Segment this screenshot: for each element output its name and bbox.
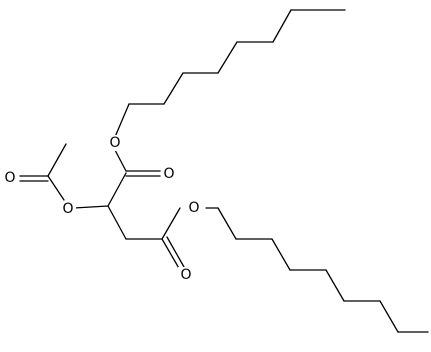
oxygen-acetyl-carbonyl: O bbox=[4, 170, 15, 186]
bond bbox=[379, 300, 399, 333]
oxygen-ester-upper: O bbox=[109, 135, 120, 151]
bond bbox=[217, 41, 238, 74]
label-background bbox=[161, 166, 177, 182]
bond bbox=[107, 205, 127, 240]
bond bbox=[114, 149, 127, 172]
bond bbox=[161, 238, 181, 271]
atom-labels: O O O O O O bbox=[2, 135, 202, 283]
bond bbox=[272, 9, 292, 43]
bond bbox=[47, 175, 65, 201]
oxygen-acetoxy: O bbox=[62, 201, 73, 217]
double-bond-line bbox=[166, 236, 185, 268]
bond bbox=[325, 269, 345, 302]
acetoxy-group bbox=[19, 143, 109, 209]
bond bbox=[217, 207, 237, 240]
oxygen-carbonyl-upper: O bbox=[163, 166, 174, 182]
bond bbox=[73, 205, 109, 209]
oxygen-ester-lower: O bbox=[188, 200, 199, 216]
bond bbox=[114, 103, 130, 138]
bond bbox=[161, 207, 181, 240]
label-background bbox=[2, 170, 18, 186]
lower-ester-group bbox=[107, 205, 219, 271]
label-background bbox=[107, 135, 123, 151]
label-background bbox=[60, 201, 76, 217]
upper-octyl-chain bbox=[114, 9, 346, 138]
bond bbox=[163, 72, 184, 105]
upper-ester-group bbox=[107, 149, 161, 207]
lower-octyl-chain bbox=[217, 207, 429, 333]
bond bbox=[47, 143, 67, 177]
label-background bbox=[186, 200, 202, 216]
label-background bbox=[178, 267, 194, 283]
bond bbox=[107, 172, 127, 207]
oxygen-carbonyl-lower: O bbox=[180, 267, 191, 283]
bond bbox=[271, 238, 291, 271]
